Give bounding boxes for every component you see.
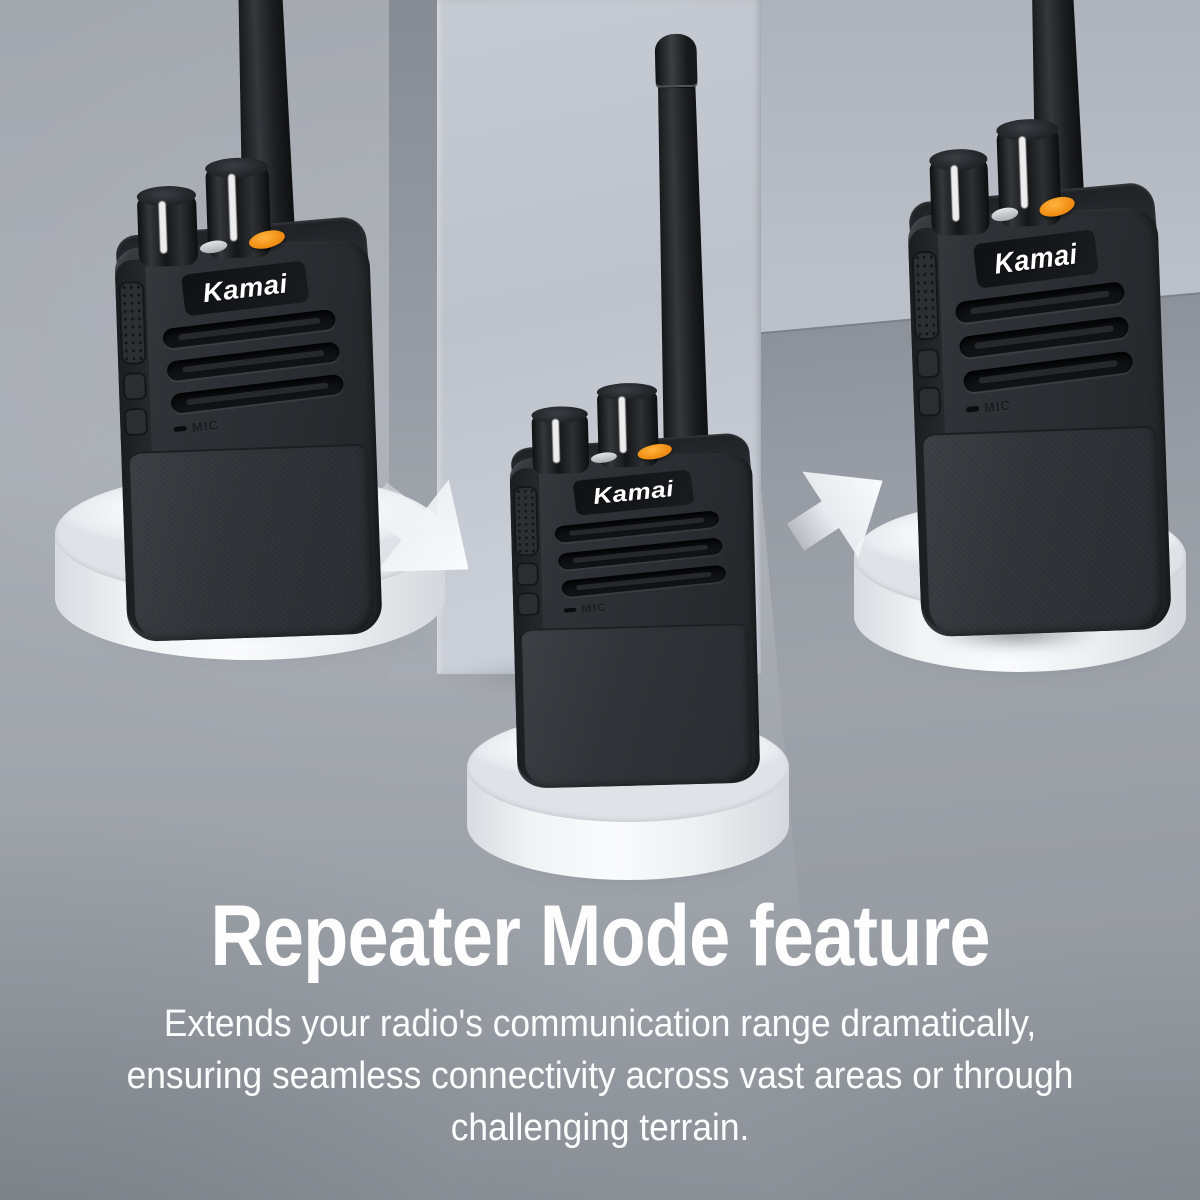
mic-label: MIC [983,397,1012,416]
side-button [915,348,940,379]
channel-knob [929,157,990,237]
battery-shell [521,623,753,789]
description-line-1: Extends your radio's communication range… [163,1003,1037,1045]
side-button [516,592,540,616]
speaker-grille [161,308,346,427]
headline: Repeater Mode feature [210,888,990,984]
description-line-3: challenging terrain. [450,1107,750,1149]
mic-label: MIC [191,417,220,436]
channel-knob [531,413,590,475]
battery-shell [129,443,375,642]
speaker-grille [553,510,728,608]
ptt-button [512,485,540,557]
brand-logo: Kamai [992,237,1080,280]
antenna-cap [654,33,698,86]
grille-slot [170,373,345,414]
grille-slot [165,341,341,382]
grille-slot [560,564,727,598]
brand-logo: Kamai [591,475,676,509]
side-button [123,407,149,437]
description-line-2: ensuring seamless connectivity across va… [126,1055,1074,1097]
mic-hole [965,405,980,413]
radio-right: Kamai MIC [905,141,1172,638]
side-button [515,562,539,587]
side-button [122,372,147,401]
speaker-grille [954,281,1135,407]
ptt-button [118,280,147,365]
ptt-button [911,250,940,341]
radio-left: Kamai MIC [112,178,383,643]
grille-slot [557,537,724,571]
description: Extends your radio's communication range… [42,998,1158,1154]
side-button [917,386,942,417]
battery-shell [922,425,1164,638]
channel-knob [136,193,199,268]
mic-label: MIC [580,600,608,616]
mic-hole [563,607,577,613]
grille-slot [958,315,1130,359]
radio-center: Kamai MIC [508,33,761,789]
brand-logo: Kamai [200,268,290,308]
grille-slot [962,350,1134,394]
mic-hole [173,425,188,433]
